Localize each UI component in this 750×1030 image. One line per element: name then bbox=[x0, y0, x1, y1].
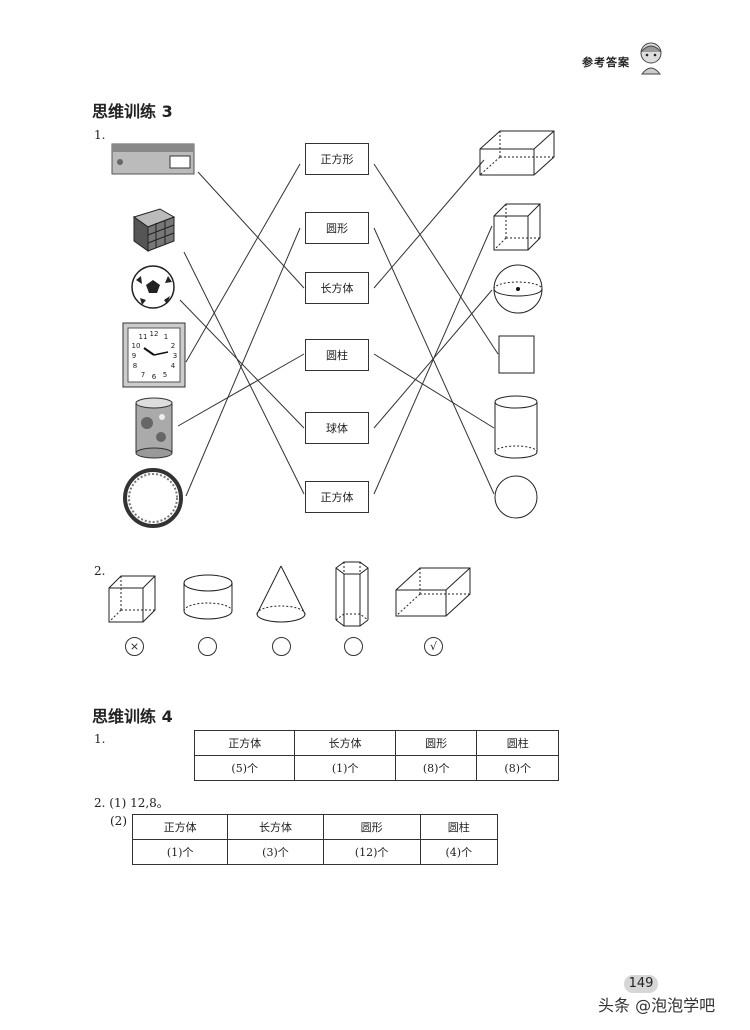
circle-shape bbox=[494, 475, 538, 519]
page-number: 149 bbox=[624, 975, 658, 993]
clock-digit: 4 bbox=[171, 362, 176, 370]
clock-digit: 1 bbox=[164, 333, 168, 341]
shape-count-table-1: 正方体 长方体 圆形 圆柱 (5)个 (1)个 (8)个 (8)个 bbox=[193, 730, 559, 781]
section-title-3: 思维训练 3 bbox=[92, 102, 173, 121]
question-number: 1. bbox=[94, 732, 106, 746]
sphere-shape bbox=[493, 264, 543, 314]
flower-canister-image bbox=[135, 397, 173, 459]
table-header-row: 正方体 长方体 圆形 圆柱 bbox=[131, 814, 499, 840]
table-header-cell: 圆形 bbox=[322, 814, 421, 840]
table-row: (1)个 (3)个 (12)个 (4)个 bbox=[131, 839, 499, 865]
label-square: 正方形 bbox=[305, 143, 369, 175]
cube-shape bbox=[493, 203, 541, 251]
round-frame-image bbox=[123, 468, 183, 528]
table-header-row: 正方体 长方体 圆形 圆柱 bbox=[193, 730, 559, 756]
question-2-2: (2) bbox=[110, 814, 127, 828]
clock-digit: 7 bbox=[141, 371, 145, 379]
clock-digit: 12 bbox=[150, 330, 159, 338]
table-cell: (4)个 bbox=[419, 839, 499, 865]
table-header-cell: 圆柱 bbox=[419, 814, 499, 840]
table-header-cell: 长方体 bbox=[227, 814, 324, 840]
q2-cube-shape bbox=[108, 575, 156, 623]
table-cell: (8)个 bbox=[476, 755, 559, 781]
label-circle: 圆形 bbox=[305, 212, 369, 244]
watermark: 头条 @泡泡学吧 bbox=[598, 996, 716, 1015]
clock-digit: 5 bbox=[163, 371, 167, 379]
question-number: 1. bbox=[94, 128, 106, 142]
table-row: (5)个 (1)个 (8)个 (8)个 bbox=[193, 755, 559, 781]
table-cell: (1)个 bbox=[131, 839, 229, 865]
table-header-cell: 圆柱 bbox=[476, 730, 559, 756]
shape-count-table-2: 正方体 长方体 圆形 圆柱 (1)个 (3)个 (12)个 (4)个 bbox=[131, 814, 499, 865]
clock-digit: 10 bbox=[132, 342, 141, 350]
table-header-cell: 正方体 bbox=[131, 814, 229, 840]
cylinder-shape bbox=[494, 395, 538, 459]
section-title-4: 思维训练 4 bbox=[92, 707, 173, 726]
question-2-1: 2. (1) 12,8。 bbox=[94, 796, 169, 810]
label-cube: 正方体 bbox=[305, 481, 369, 513]
q2-short-cylinder-shape bbox=[183, 574, 233, 620]
table-cell: (12)个 bbox=[322, 839, 421, 865]
cuboid-shape bbox=[479, 130, 555, 176]
table-cell: (3)个 bbox=[227, 839, 324, 865]
clock-digit: 6 bbox=[152, 373, 157, 381]
answer-key-header: 参考答案 bbox=[582, 56, 630, 69]
q2-cuboid-shape bbox=[395, 567, 471, 617]
clock-digit: 8 bbox=[133, 362, 137, 370]
clock-digit: 2 bbox=[171, 342, 175, 350]
label-cylinder: 圆柱 bbox=[305, 339, 369, 371]
answer-mark-circle bbox=[198, 637, 217, 656]
table-cell: (5)个 bbox=[193, 755, 296, 781]
answer-mark-circle: √ bbox=[424, 637, 443, 656]
rubik-cube-image bbox=[132, 208, 176, 252]
clock-digit: 11 bbox=[139, 333, 148, 341]
answer-mark-circle bbox=[272, 637, 291, 656]
q2-cone-shape bbox=[256, 565, 306, 623]
clock-digit: 9 bbox=[132, 352, 136, 360]
clock-digit: 3 bbox=[173, 352, 177, 360]
table-header-cell: 长方体 bbox=[294, 730, 396, 756]
table-header-cell: 正方体 bbox=[193, 730, 296, 756]
soccer-ball-image bbox=[131, 265, 175, 309]
label-cuboid: 长方体 bbox=[305, 272, 369, 304]
q2-hexagonal-prism-shape bbox=[335, 561, 369, 627]
square-clock-image: 12 1 2 3 4 5 6 7 8 9 10 11 bbox=[122, 322, 186, 388]
mascot-icon bbox=[640, 42, 662, 75]
table-cell: (8)个 bbox=[394, 755, 478, 781]
label-sphere: 球体 bbox=[305, 412, 369, 444]
answer-mark-circle: × bbox=[125, 637, 144, 656]
table-cell: (1)个 bbox=[294, 755, 396, 781]
square-shape bbox=[498, 335, 535, 374]
printer-box-image bbox=[111, 143, 195, 175]
table-header-cell: 圆形 bbox=[394, 730, 478, 756]
answer-mark-circle bbox=[344, 637, 363, 656]
question-number: 2. bbox=[94, 564, 106, 578]
